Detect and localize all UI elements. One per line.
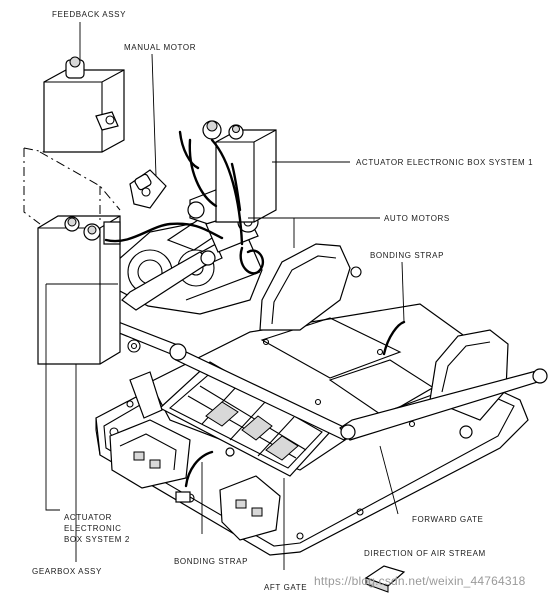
air-stream-arrow <box>364 565 406 593</box>
label-auto-motors: AUTO MOTORS <box>384 214 450 223</box>
manual-motor <box>129 169 167 209</box>
left-bracket <box>109 419 191 489</box>
bonding-straps <box>184 320 406 488</box>
label-actuator-box-2-line3: BOX SYSTEM 2 <box>64 535 130 544</box>
label-direction-air-stream: DIRECTION OF AIR STREAM <box>364 549 486 558</box>
forward-gate-left-plate <box>259 243 362 331</box>
right-bracket <box>175 475 281 541</box>
watermark: https://blog.csdn.net/weixin_44764318 <box>314 574 526 588</box>
label-aft-gate: AFT GATE <box>264 583 307 592</box>
label-actuator-box-2-line2: ELECTRONIC <box>64 524 122 533</box>
actuator-box-system-2 <box>37 215 121 365</box>
label-actuator-box-2-line1: ACTUATOR <box>64 513 112 522</box>
label-forward-gate: FORWARD GATE <box>412 515 484 524</box>
label-bonding-strap-top: BONDING STRAP <box>370 251 444 260</box>
label-gearbox-assy: GEARBOX ASSY <box>32 567 102 576</box>
label-bonding-strap-bottom: BONDING STRAP <box>174 557 248 566</box>
linkage-rods <box>99 315 548 441</box>
aft-gate-grid <box>158 361 331 477</box>
label-actuator-box-1: ACTUATOR ELECTRONIC BOX SYSTEM 1 <box>356 158 533 167</box>
label-feedback-assy: FEEDBACK ASSY <box>52 10 126 19</box>
label-manual-motor: MANUAL MOTOR <box>124 43 196 52</box>
feedback-assy <box>43 56 125 153</box>
labels: FEEDBACK ASSY MANUAL MOTOR ACTUATOR ELEC… <box>32 10 533 592</box>
cables <box>104 130 265 275</box>
leader-lines <box>45 22 405 570</box>
feedback-assy-dash-lines <box>23 147 121 225</box>
actuator-box-system-1 <box>202 120 277 223</box>
